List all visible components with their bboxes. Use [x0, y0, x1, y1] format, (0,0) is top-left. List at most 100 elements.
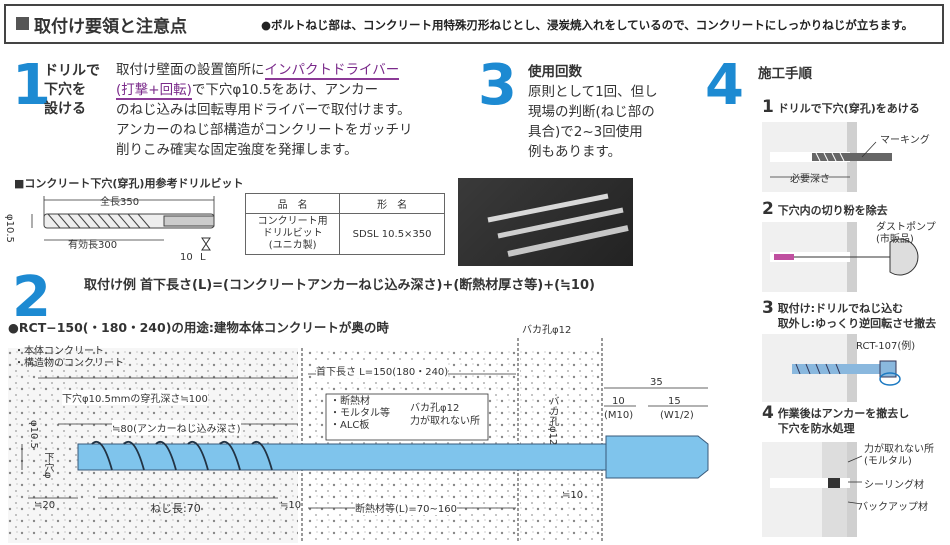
label-bakahole-note: バカ孔φ12 力が取れない所 — [410, 402, 480, 428]
step3-diagram — [762, 334, 901, 402]
step3-number: 3 — [762, 298, 774, 318]
label-dim15: 15 — [668, 396, 681, 407]
drill-tip-mark: L — [200, 252, 206, 263]
step3-label-model: RCT-107(例) — [856, 341, 916, 352]
step4-text-line1: 作業後はアンカーを撤去し — [777, 407, 910, 420]
step2-diagram — [762, 222, 919, 292]
label-bakahole-vertical: バカ孔φ12 — [547, 396, 558, 446]
spec-name-line1: コンクリート用 — [257, 216, 328, 227]
label-concrete1: ・本体コンクリート — [14, 346, 104, 357]
drill-effective-length: 有効長300 — [68, 240, 118, 251]
drill-title: ■コンクリート下穴(穿孔)用参考ドリルビット — [14, 177, 244, 190]
step1: 1 ドリルで下穴(穿孔)をあける — [762, 97, 920, 117]
step4-label-mortar-line2: (モルタル) — [864, 456, 912, 467]
drill-bit-diagram — [31, 196, 215, 251]
drill-spec-table: 品 名 形 名 コンクリート用 ドリルビット (ユニカ製) SDSL 10.5×… — [244, 193, 445, 255]
spec-header-name: 品 名 — [244, 193, 341, 214]
label-w12: (W1/2) — [660, 410, 694, 421]
section1-line2: (打撃+回転)で下穴φ10.5をあけ、アンカー — [116, 80, 412, 100]
label-insulation1: ・断熱材 — [330, 396, 370, 407]
label-dia-left: φ10.5 — [28, 420, 39, 449]
label-neck-length: 首下長さ L=150(180・240) — [316, 363, 449, 378]
label-dim35: 35 — [650, 377, 663, 388]
section2-formula: 首下長さ(L)=(コンクリートアンカーねじ込み深さ)+(断熱材厚さ等)+(≒10… — [140, 278, 595, 293]
step1-text: ドリルで下穴(穿孔)をあける — [777, 102, 920, 115]
anchor-section-diagram — [8, 338, 709, 543]
drill-tip-length: 10 — [180, 252, 193, 263]
step4-number: 4 — [762, 403, 774, 423]
spec-name-line3: (ユニカ製) — [268, 240, 317, 251]
step2: 2 下穴内の切り粉を除去 — [762, 199, 888, 219]
step4-text-line2: 下穴を防水処理 — [777, 422, 855, 435]
label-insulation3: ・ALC板 — [330, 420, 370, 431]
section3-heading: 使用回数 — [528, 64, 582, 80]
label-approx10a: ≒10 — [280, 500, 302, 511]
step4-diagram — [762, 442, 863, 537]
step2-number: 2 — [762, 199, 774, 219]
concrete-labels: ・本体コンクリート ・構造物のコンクリート — [14, 346, 124, 370]
section1-heading-line1: ドリルで — [44, 63, 100, 79]
section3-line2: 現場の判断(ねじ部の — [528, 104, 655, 120]
section1-line4: アンカーのねじ部構造がコンクリートをガッチリ — [116, 122, 413, 138]
section2-subtitle: ●RCT−150(・180・240)の用途:建物本体コンクリートが奥の時 — [8, 320, 389, 335]
label-bakahole-note2: 力が取れない所 — [410, 416, 480, 427]
label-depth80: ≒80(アンカーねじ込み深さ) — [112, 420, 241, 435]
step2-label-market: (市販品) — [876, 234, 914, 245]
section1-line3: のねじ込みは回転専用ドライバーで取付けます。 — [116, 102, 411, 118]
step3-text-line2: 取外し:ゆっくり逆回転させ撤去 — [777, 317, 937, 330]
step4-label-mortar-line1: 力が取れない所 — [864, 444, 934, 455]
section1-line2-highlight: (打撃+回転) — [116, 82, 192, 100]
header-note: ●ボルトねじ部は、コンクリート用特殊刃形ねじとし、浸炭焼入れをしているので、コン… — [261, 18, 914, 32]
label-bakahole-note1: バカ孔φ12 — [410, 403, 460, 414]
label-thread70: ねじ長:70 — [150, 502, 201, 515]
label-dim10: 10 — [612, 396, 625, 407]
drill-total-length: 全長350 — [100, 197, 140, 208]
header-square-icon — [16, 17, 29, 30]
step1-label-marking: マーキング — [880, 135, 930, 146]
section1-body: 取付け壁面の設置箇所にインパクトドライバー (打撃+回転)で下穴φ10.5をあけ… — [116, 60, 412, 160]
label-approx20: ≒20 — [34, 500, 56, 511]
step1-label-depth: 必要深さ — [790, 174, 830, 185]
step1-diagram — [762, 122, 892, 192]
section2-heading: 取付け例 — [84, 278, 137, 293]
label-m10: (M10) — [604, 410, 634, 421]
section3-number: 3 — [478, 53, 517, 118]
section1-heading: ドリルで 下穴を 設ける — [44, 62, 100, 119]
step4-label-mortar: 力が取れない所 (モルタル) — [864, 444, 934, 468]
step4-label-sealing: シーリング材 — [864, 480, 924, 491]
step1-number: 1 — [762, 97, 774, 117]
step2-text: 下穴内の切り粉を除去 — [777, 204, 888, 217]
drill-diameter: φ10.5 — [4, 214, 15, 243]
step2-labels: ダストポンプ (市販品) — [876, 222, 936, 246]
step3-text: 取付け:ドリルでねじ込む 取外し:ゆっくり逆回転させ撤去 — [778, 301, 936, 331]
spec-header-model: 形 名 — [339, 193, 445, 214]
section3-line3: 具合)で2~3回使用 — [528, 124, 643, 140]
label-insulation: ・断熱材 ・モルタル等 ・ALC板 — [330, 396, 390, 432]
label-drill-depth: 下穴φ10.5mmの穿孔深さ≒100 — [62, 390, 208, 405]
section1-line1-highlight: インパクトドライバー — [264, 62, 400, 80]
label-concrete2: ・構造物のコンクリート — [14, 358, 124, 369]
section1-line1: 取付け壁面の設置箇所にインパクトドライバー — [116, 60, 412, 80]
spec-name-line2: ドリルビット — [262, 228, 323, 239]
label-bakahole-top: バカ孔φ12 — [522, 325, 572, 336]
step4-text: 作業後はアンカーを撤去し 下穴を防水処理 — [778, 406, 910, 436]
drill-bits-photo-art — [487, 193, 629, 257]
header-title: 取付け要領と注意点 — [34, 17, 187, 37]
drill-bits-photo — [458, 178, 633, 266]
section4-number: 4 — [705, 53, 744, 118]
label-dia-left2: 下穴φ — [42, 452, 53, 479]
section1-line1-pre: 取付け壁面の設置箇所に — [116, 62, 265, 78]
section1-line5: 削りこみ確実な固定強度を発揮します。 — [116, 142, 358, 158]
spec-table-header-row: 品 名 形 名 — [244, 193, 445, 214]
spec-cell-name: コンクリート用 ドリルビット (ユニカ製) — [244, 213, 341, 255]
section3-body: 原則として1回、但し 現場の判断(ねじ部の 具合)で2~3回使用 例もあります。 — [528, 82, 658, 162]
section1-heading-line3: 設ける — [44, 101, 86, 117]
step3: 3 取付け:ドリルでねじ込む 取外し:ゆっくり逆回転させ撤去 — [762, 298, 936, 331]
header-box: 取付け要領と注意点 ●ボルトねじ部は、コンクリート用特殊刃形ねじとし、浸炭焼入れ… — [4, 4, 944, 44]
step3-text-line1: 取付け:ドリルでねじ込む — [777, 302, 904, 315]
section4-heading: 施工手順 — [758, 66, 812, 82]
label-approx10b: ≒10 — [562, 490, 584, 501]
step2-label-pump: ダストポンプ — [876, 222, 936, 233]
step4: 4 作業後はアンカーを撤去し 下穴を防水処理 — [762, 403, 910, 436]
section1-number: 1 — [12, 53, 51, 118]
